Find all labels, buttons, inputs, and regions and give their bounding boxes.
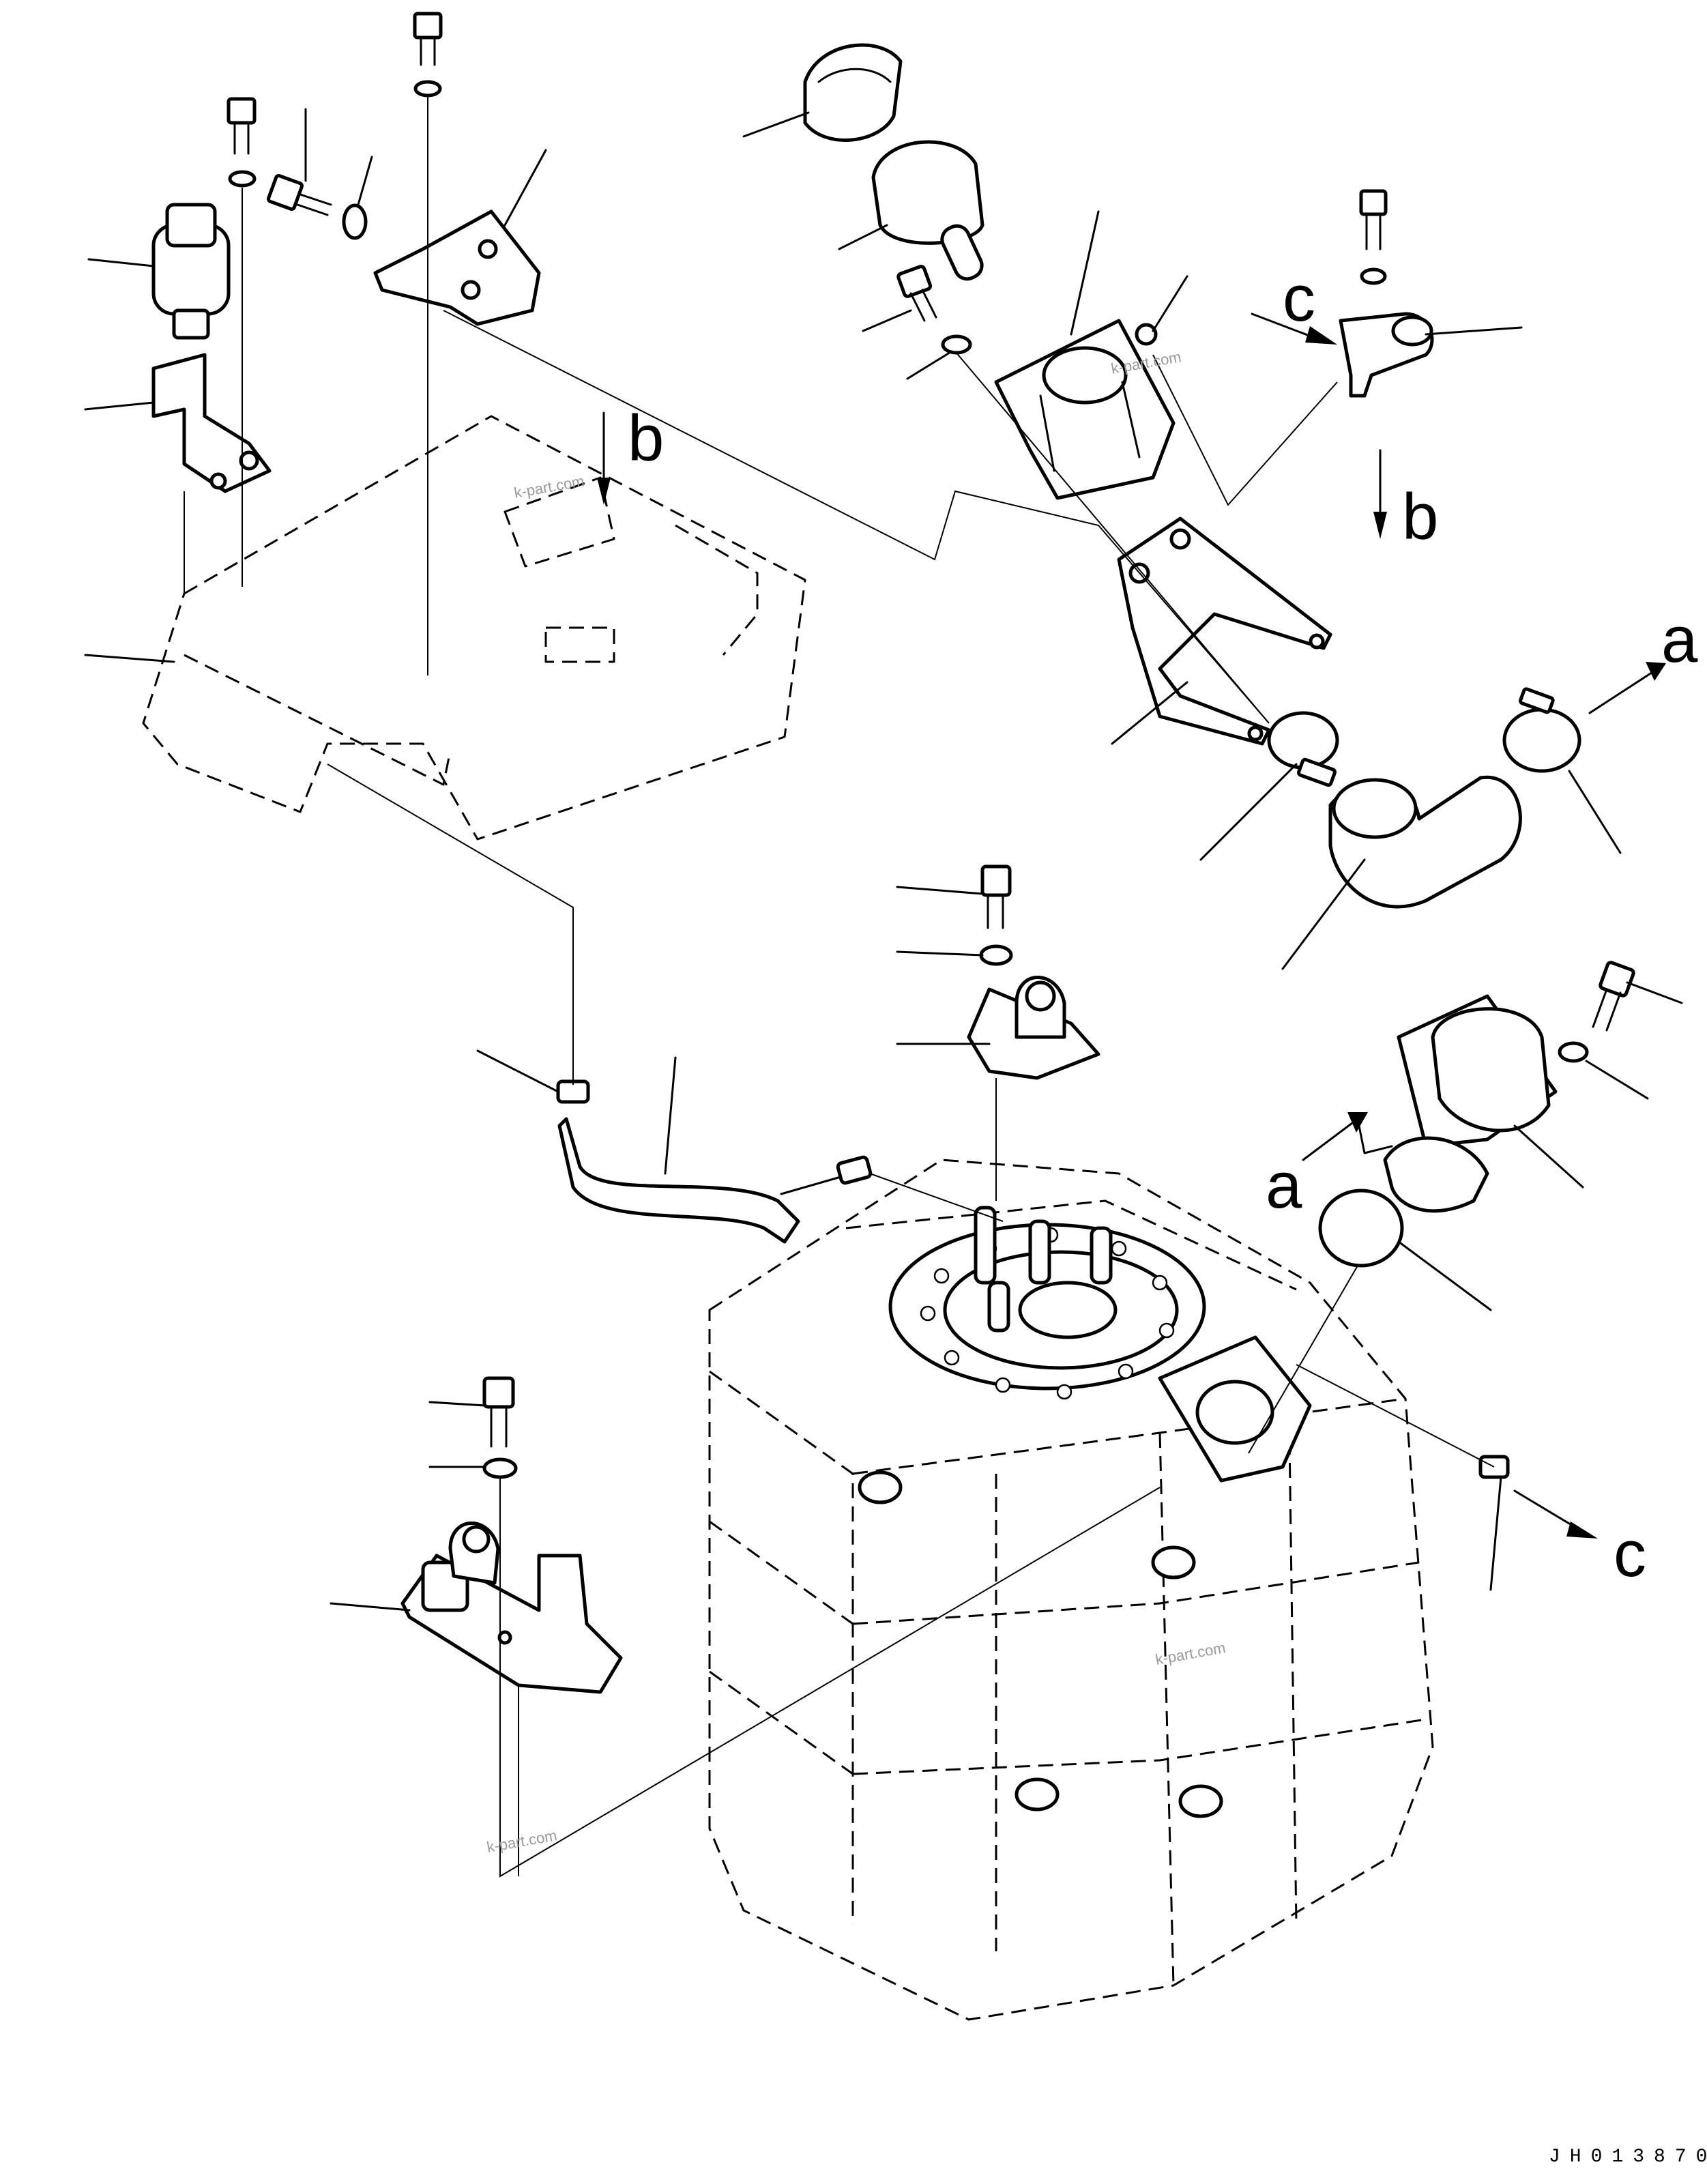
breather-tee (1339, 312, 1434, 398)
filler-housing (994, 319, 1176, 500)
mounting-plate-dashed (142, 415, 806, 841)
bolt-horizontal (266, 173, 332, 216)
sensor-body (151, 203, 231, 340)
bolt-breather (1359, 189, 1388, 250)
vent-hose (557, 1117, 800, 1244)
filler-stay-bracket (1117, 516, 1332, 746)
filler-neck-strainer (871, 140, 984, 281)
arrow-b-down-left (597, 411, 611, 505)
hose-clamp-2 (1502, 687, 1581, 773)
label-c-bottom: c (1614, 1517, 1646, 1590)
fuel-tank-dashed (708, 1159, 1434, 2021)
outlet-elbow (1383, 994, 1558, 1213)
watermark-1: k-part.com (513, 472, 586, 501)
mount-bracket-upper (373, 209, 541, 326)
small-clamp-filler (1135, 323, 1158, 346)
bolt-tank-top (980, 864, 1012, 929)
label-a-bottom: a (1266, 1149, 1302, 1222)
drawing-code: JH013870 (1549, 2146, 1707, 2168)
label-b-right: b (1402, 480, 1438, 553)
tank-top-pipes (974, 1206, 1113, 1333)
label-c-top: c (1283, 262, 1315, 335)
tank-side-bosses (858, 1470, 1223, 1818)
sensor-bracket (151, 353, 272, 493)
assembly-lines (184, 96, 1495, 1878)
label-a-top: a (1661, 603, 1698, 676)
arrow-a-out-upper (1588, 662, 1666, 714)
washer-tank-top (979, 944, 1013, 966)
arrow-b-down-right (1373, 449, 1387, 539)
arrow-a-in-lower (1302, 1112, 1393, 1161)
bolt-lower-bracket (482, 1376, 515, 1448)
label-b-top: b (628, 402, 664, 475)
leader-lines (84, 108, 1683, 1612)
arrow-c-in (1251, 312, 1337, 345)
filler-cap (803, 43, 903, 142)
sensor-assembly (151, 203, 272, 493)
flow-arrows (597, 312, 1666, 1539)
watermark-4: k-part.com (486, 1826, 559, 1856)
sensor-mount-bracket-lower (400, 1521, 623, 1694)
washer-filler (941, 334, 972, 355)
washer-lower-bracket (482, 1457, 518, 1479)
tank-filler-port (1158, 1335, 1312, 1483)
washer-top-middle (413, 80, 442, 98)
bolt-filler (896, 265, 937, 322)
bolt-top-middle (413, 12, 443, 66)
bolt-outlet (1592, 961, 1635, 1032)
arrow-c-out (1513, 1489, 1598, 1539)
washer-outlet (1558, 1041, 1589, 1063)
hose-clamp-1 (1267, 711, 1339, 787)
washer-top-left (228, 170, 257, 188)
lifting-eye-bracket (967, 976, 1100, 1080)
washer-horizontal (342, 203, 368, 240)
hose-clip-lower (836, 1155, 873, 1185)
washer-breather (1360, 267, 1387, 285)
blind-plug (1318, 1189, 1404, 1268)
bolt-top-left (227, 97, 257, 155)
elbow-hose (1328, 775, 1522, 909)
